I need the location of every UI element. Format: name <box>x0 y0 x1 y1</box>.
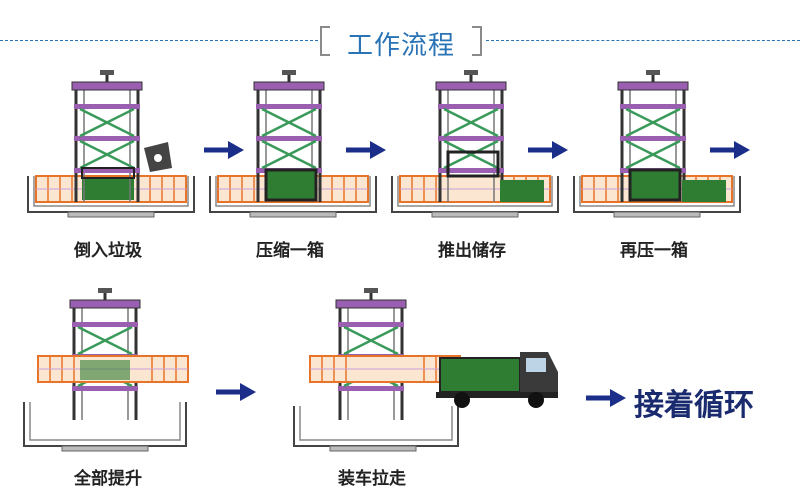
step-4-illustration <box>573 68 741 218</box>
step-6-illustration <box>293 286 558 452</box>
step-1-label: 倒入垃圾 <box>74 241 142 261</box>
arrow-icon <box>216 383 256 401</box>
step-1-illustration <box>27 68 195 218</box>
waste-pile-icon <box>82 178 134 200</box>
bracket-right-icon <box>472 26 482 56</box>
arrow-icon <box>710 141 750 159</box>
page-title: 工作流程 <box>346 31 455 61</box>
arrow-icon <box>346 141 386 159</box>
loop-label: 接着循环 <box>634 388 754 423</box>
step-3-illustration <box>391 68 559 218</box>
bracket-left-icon <box>320 26 330 56</box>
truck-icon <box>436 352 558 408</box>
header-title-box: 工作流程 <box>318 20 484 61</box>
header-divider-right <box>486 40 800 41</box>
arrow-icon <box>528 141 568 159</box>
header-divider-left <box>0 40 318 41</box>
step-4-label: 再压一箱 <box>620 241 688 261</box>
step-5-label: 全部提升 <box>74 469 142 489</box>
step-2-label: 压缩一箱 <box>256 241 324 261</box>
step-5-illustration <box>23 286 189 452</box>
arrow-icon <box>586 389 626 407</box>
step-2-illustration <box>209 68 377 218</box>
step-3-label: 推出储存 <box>438 241 506 261</box>
step-6-label: 装车拉走 <box>338 469 406 489</box>
arrow-icon <box>204 141 244 159</box>
